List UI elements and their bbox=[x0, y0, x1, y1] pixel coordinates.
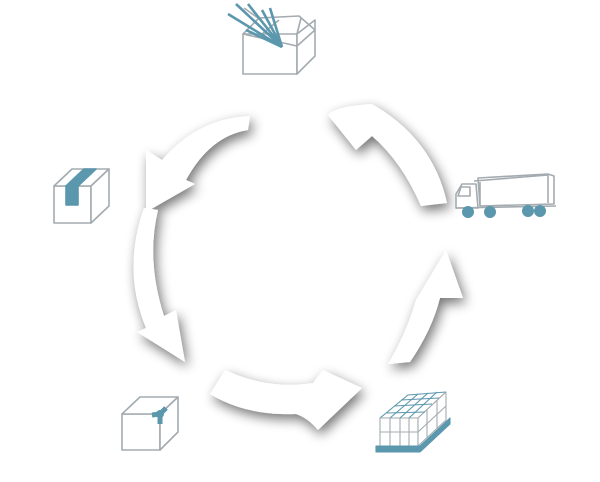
taped-box-icon bbox=[53, 168, 110, 224]
cycle-arrow-to-corner-box bbox=[210, 370, 362, 430]
cycle-arrow-to-truck bbox=[328, 104, 447, 206]
cycle-arrows bbox=[133, 104, 463, 430]
corner-protector-box-icon bbox=[121, 396, 179, 451]
open-box-icon bbox=[227, 3, 316, 75]
cycle-arrow-to-taped-box bbox=[133, 208, 185, 362]
cycle-arrow-to-open-box bbox=[146, 116, 250, 212]
cycle-arrow-to-pallet bbox=[388, 250, 463, 364]
stacked-pallet-icon bbox=[375, 391, 451, 453]
delivery-truck-icon bbox=[455, 173, 557, 219]
